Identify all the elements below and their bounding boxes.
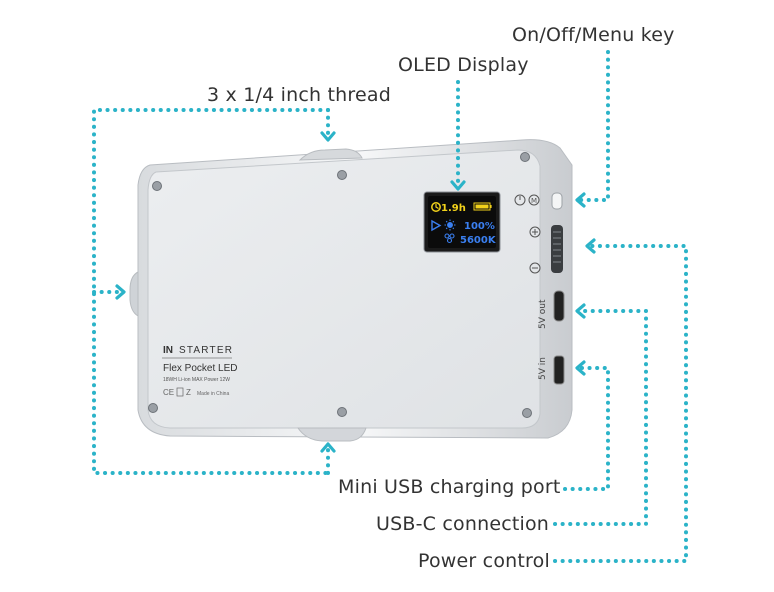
top-thread-notch xyxy=(298,148,363,161)
power-control-wheel[interactable] xyxy=(551,225,563,273)
callout-mini-usb: Mini USB charging port xyxy=(338,476,561,498)
screw xyxy=(337,170,347,180)
certification-marks: CE Z xyxy=(163,387,191,397)
svg-text:CE: CE xyxy=(163,388,174,397)
made-in-label: Made in China xyxy=(197,391,229,397)
bottom-thread-notch xyxy=(297,427,367,442)
screw xyxy=(148,403,158,413)
oled-color-temp: 5600K xyxy=(460,235,497,246)
arrow-mini-usb xyxy=(575,360,586,376)
callout-menu-key: On/Off/Menu key xyxy=(512,24,675,46)
oled-brightness: 100% xyxy=(464,221,495,232)
callout-usb-c: USB-C connection xyxy=(376,513,550,535)
clock-icon xyxy=(431,202,441,212)
usb-c-port[interactable] xyxy=(553,290,565,322)
svg-text:IN: IN xyxy=(163,345,173,356)
play-icon xyxy=(431,219,442,232)
svg-text:Z: Z xyxy=(186,388,191,397)
arrow-power xyxy=(585,238,596,254)
callout-oled-display: OLED Display xyxy=(398,54,529,76)
fan-icon xyxy=(444,233,455,244)
brand-logo: IN STARTER xyxy=(163,345,233,356)
arrow-oled xyxy=(450,180,466,191)
leader-arrowheads xyxy=(115,131,596,453)
leader-menu-key xyxy=(578,50,610,202)
arrow-thread-bottom xyxy=(320,442,336,453)
sun-icon xyxy=(444,219,456,231)
brand-name: STARTER xyxy=(179,345,233,356)
leader-power xyxy=(553,244,688,563)
svg-text:M: M xyxy=(531,197,537,205)
screw xyxy=(337,407,347,417)
callout-thread: 3 x 1/4 inch thread xyxy=(207,84,391,106)
arrow-menu-key xyxy=(575,192,586,208)
battery-icon xyxy=(473,202,492,211)
callout-power-control: Power control xyxy=(418,550,550,572)
oled-display: 1.9h 100% 5600K xyxy=(423,191,501,253)
port-label-5v-in: 5V in xyxy=(538,357,548,380)
port-label-5v-out: 5V out xyxy=(538,299,548,329)
plus-icon xyxy=(529,226,541,238)
led-panel-device: 1.9h 100% 5600K xyxy=(129,139,573,442)
oled-time: 1.9h xyxy=(441,203,466,214)
product-name: Flex Pocket LED xyxy=(163,363,237,374)
screw xyxy=(152,181,162,191)
mini-usb-port[interactable] xyxy=(553,355,565,385)
leader-usb-c xyxy=(553,309,648,526)
product-spec: 18WH Li-ion MAX Power 12W xyxy=(163,377,230,383)
arrow-usb-c xyxy=(575,303,586,319)
menu-key-button[interactable] xyxy=(551,192,563,210)
power-menu-icon: M xyxy=(514,194,540,206)
screw xyxy=(522,408,532,418)
leader-lines xyxy=(92,50,688,563)
leader-thread xyxy=(92,108,330,475)
screw xyxy=(520,152,530,162)
minus-icon xyxy=(529,262,541,274)
arrow-thread-top xyxy=(320,131,336,142)
leader-mini-usb xyxy=(563,366,610,491)
arrow-thread-left xyxy=(115,284,126,300)
left-thread-notch xyxy=(129,271,139,317)
